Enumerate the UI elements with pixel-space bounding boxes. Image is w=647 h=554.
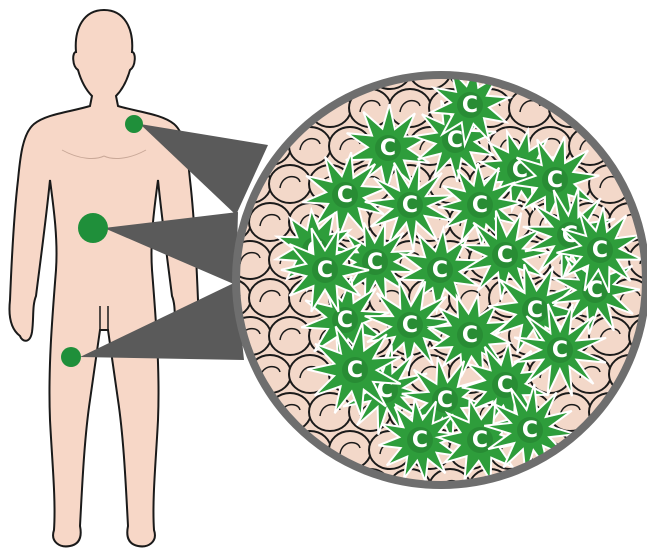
normal-cell bbox=[269, 89, 311, 127]
cancer-cell-label: C bbox=[522, 418, 538, 443]
cancer-cell-label: C bbox=[380, 136, 396, 161]
normal-cell bbox=[409, 51, 451, 89]
normal-cell bbox=[269, 165, 311, 203]
body-silhouette bbox=[9, 10, 198, 546]
normal-cell bbox=[249, 279, 291, 317]
cancer-cell-label: C bbox=[552, 338, 568, 363]
normal-cell bbox=[249, 203, 291, 241]
normal-cell bbox=[269, 317, 311, 355]
magnified-tissue: CCCCCCCCCCCCCCCCCCCCCCCCCCCC bbox=[209, 51, 647, 507]
cancer-cell-label: C bbox=[337, 183, 353, 208]
normal-cell bbox=[329, 51, 371, 89]
human-body-figure bbox=[9, 10, 198, 546]
cancer-cell-label: C bbox=[317, 258, 333, 283]
tumor-spot-thigh bbox=[61, 347, 81, 367]
cancer-cell-label: C bbox=[447, 128, 463, 153]
cancer-cell-label: C bbox=[472, 193, 488, 218]
cancer-cell-label: C bbox=[412, 428, 428, 453]
tumor-spot-abdomen bbox=[78, 213, 108, 243]
cancer-cell-label: C bbox=[547, 168, 563, 193]
cancer-cell-label: C bbox=[437, 388, 453, 413]
cancer-cell-label: C bbox=[402, 193, 418, 218]
cancer-cell-label: C bbox=[472, 428, 488, 453]
cancer-cell-label: C bbox=[402, 313, 418, 338]
cancer-cell-label: C bbox=[347, 358, 363, 383]
cancer-cell-label: C bbox=[367, 250, 383, 275]
tissue-cells: CCCCCCCCCCCCCCCCCCCCCCCCCCCC bbox=[209, 51, 647, 507]
cancer-cell-label: C bbox=[432, 258, 448, 283]
cancer-cell-label: C bbox=[497, 243, 513, 268]
cancer-cell-label: C bbox=[497, 373, 513, 398]
tumor-spot-chest bbox=[125, 115, 143, 133]
cancer-cell-label: C bbox=[462, 323, 478, 348]
cancer-cell-label: C bbox=[462, 93, 478, 118]
cancer-cell-label: C bbox=[592, 238, 608, 263]
